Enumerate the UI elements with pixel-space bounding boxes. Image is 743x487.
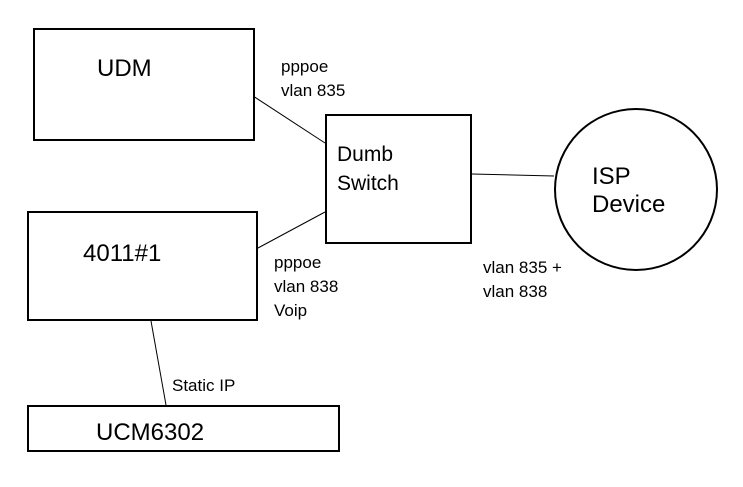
udm-node — [33, 28, 255, 141]
node4011-ucm-line — [150, 320, 167, 406]
isp-device-label-line: ISP — [592, 163, 631, 190]
dumb-switch-label-line: Switch — [337, 172, 399, 195]
udm-switch-line — [252, 95, 326, 144]
isp-connection-label-line: vlan 838 — [483, 282, 548, 301]
router-4011-connection-label: pppoe vlan 838 Voip — [274, 251, 338, 323]
isp-device-node — [554, 108, 718, 271]
udm-label: UDM — [97, 55, 152, 82]
udm-connection-label-line: pppoe — [281, 57, 329, 76]
ucm-connection-label: Static IP — [172, 376, 236, 395]
isp-device-label-line: Device — [592, 191, 666, 218]
node4011-switch-line — [257, 211, 326, 249]
router-4011-connection-label-line: vlan 838 — [274, 277, 339, 296]
dumb-switch-label-line: Dumb — [337, 143, 394, 166]
udm-connection-label: pppoe vlan 835 — [281, 55, 345, 103]
isp-connection-label-line: vlan 835 + — [483, 258, 562, 277]
router-4011-connection-label-line: pppoe — [274, 253, 322, 272]
ucm6302-node — [27, 405, 340, 452]
router-4011-connection-label-line: Voip — [274, 301, 308, 320]
switch-isp-line — [471, 173, 555, 177]
isp-device-label: ISP Device — [592, 163, 665, 219]
isp-connection-label: vlan 835 + vlan 838 — [483, 256, 562, 304]
dumb-switch-node — [325, 114, 472, 244]
router-4011-node — [27, 211, 258, 321]
udm-connection-label-line: vlan 835 — [281, 81, 346, 100]
dumb-switch-label: Dumb Switch — [337, 140, 399, 198]
ucm6302-label: UCM6302 — [96, 419, 205, 446]
router-4011-label: 4011#1 — [83, 240, 162, 267]
